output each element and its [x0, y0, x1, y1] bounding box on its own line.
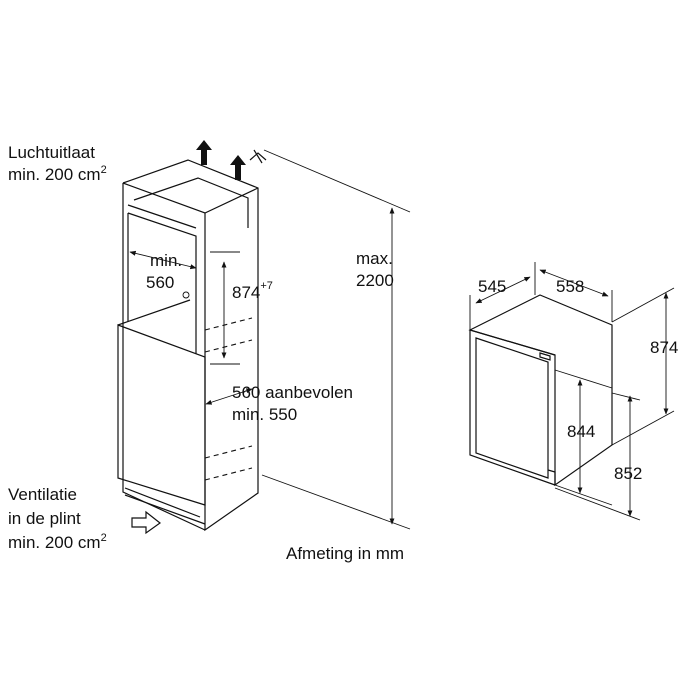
- depth-min-value: 560: [146, 273, 174, 292]
- appliance-height-label: 874: [650, 338, 678, 357]
- air-outlet-label: Luchtuitlaat: [8, 143, 95, 162]
- ventilation-plinth-label: in de plint: [8, 509, 81, 528]
- niche-height-label: 874+7: [232, 280, 273, 302]
- air-outlet-min-label: min. 200 cm2: [8, 164, 107, 184]
- niche-width-label: 560 aanbevolen: [232, 383, 353, 402]
- ventilation-label: Ventilatie: [8, 485, 77, 504]
- appliance-width-dimension: [539, 269, 613, 322]
- total-height-label: 852: [614, 464, 642, 483]
- niche-width-dimension: [205, 388, 253, 405]
- appliance-drawing: [468, 294, 613, 487]
- depth-dimension-line: [129, 250, 197, 270]
- ventilation-arrow-icon: [131, 510, 162, 535]
- units-caption: Afmeting in mm: [286, 544, 404, 563]
- niche-height-dimension: [210, 251, 240, 365]
- depth-min-label: min.: [150, 251, 182, 270]
- cabinet-niche: [117, 159, 259, 532]
- total-height-dimension: [554, 392, 641, 521]
- air-outlet-arrows: [196, 140, 267, 180]
- appliance-depth-label: 545: [478, 277, 506, 296]
- appliance-depth-dimension: [469, 262, 536, 330]
- max-height-value: 2200: [356, 271, 394, 290]
- door-height-label: 844: [567, 422, 595, 441]
- niche-width-min-label: min. 550: [232, 405, 297, 424]
- max-height-label: max.: [356, 249, 393, 268]
- appliance-width-label: 558: [556, 277, 584, 296]
- max-height-dimension: [261, 149, 411, 530]
- door-height-dimension: [554, 369, 613, 506]
- appliance-height-dimension: [611, 287, 675, 446]
- ventilation-min-label: min. 200 cm2: [8, 532, 107, 552]
